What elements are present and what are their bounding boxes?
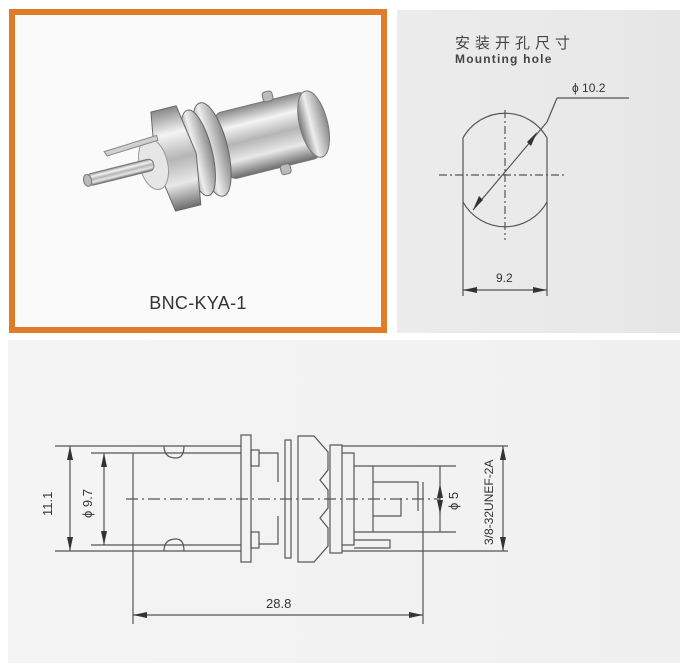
thread-label: 3/8-32UNEF-2A bbox=[482, 460, 496, 545]
connector-photo bbox=[82, 90, 331, 212]
pin-diameter-label: ϕ 5 bbox=[446, 492, 461, 510]
mounting-hole-panel: 安装开孔尺寸 Mounting hole ϕ 10.2 9.2 bbox=[397, 10, 680, 333]
outer-height-label: 11.1 bbox=[40, 492, 55, 516]
hole-width-label: 9.2 bbox=[496, 271, 513, 285]
side-view-drawing: 28.8 11.1 ϕ 9.7 ϕ 5 3/8-32UNEF-2A bbox=[40, 434, 508, 624]
mounting-hole-title-en: Mounting hole bbox=[455, 52, 553, 66]
model-caption: BNC-KYA-1 bbox=[149, 293, 247, 313]
length-label: 28.8 bbox=[266, 596, 291, 611]
hole-diameter-label: ϕ 10.2 bbox=[572, 81, 606, 95]
side-view-drawing-panel: 28.8 11.1 ϕ 9.7 ϕ 5 3/8-32UNEF-2A bbox=[8, 340, 680, 663]
body-diameter-label: ϕ 9.7 bbox=[80, 489, 95, 518]
mounting-hole-drawing: ϕ 10.2 9.2 bbox=[439, 81, 629, 296]
product-photo-panel: BNC-KYA-1 bbox=[9, 9, 387, 333]
mounting-hole-title-cn: 安装开孔尺寸 bbox=[455, 34, 576, 52]
